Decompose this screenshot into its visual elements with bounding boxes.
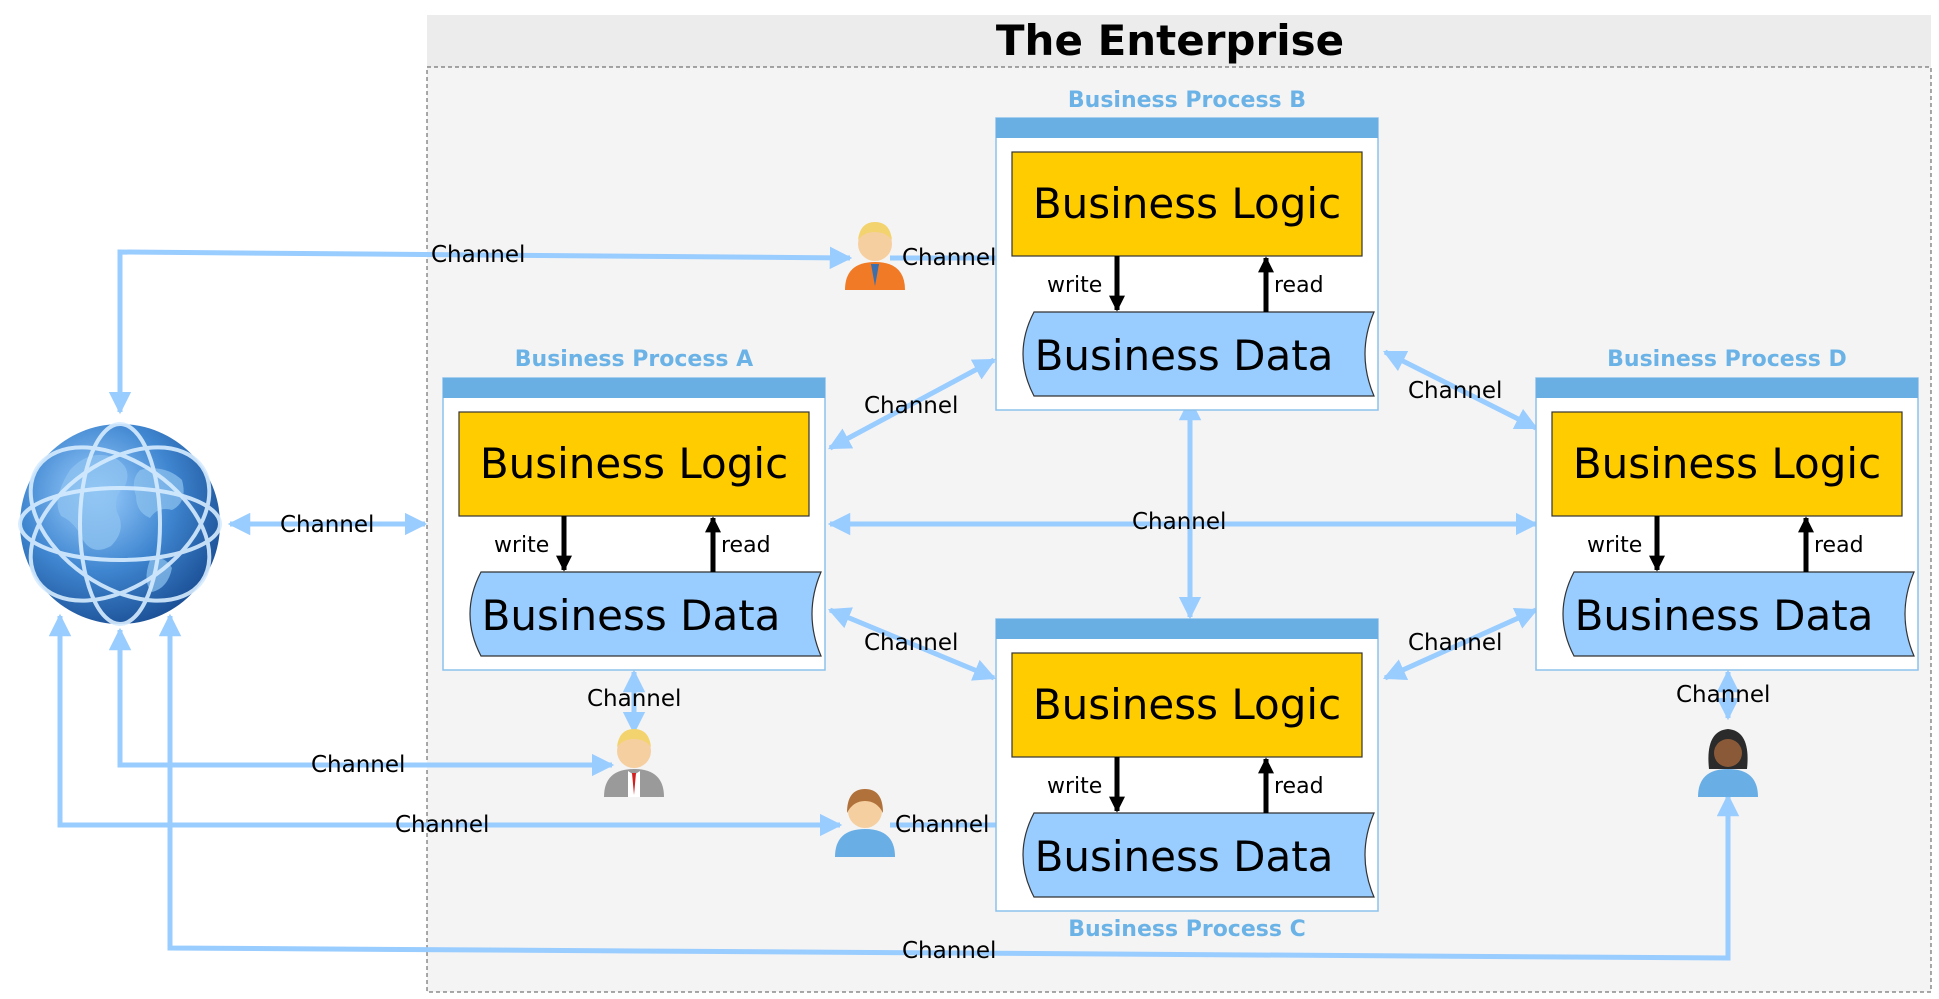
process-title: Business Process B — [1068, 88, 1306, 113]
process-c: Business Process C Business LogicBusiness… — [995, 618, 1379, 942]
read-label: read — [721, 533, 771, 558]
channel-label: Channel — [587, 686, 681, 712]
globe-icon — [18, 422, 222, 626]
channel-label: Channel — [1408, 630, 1502, 656]
channel-label: Channel — [864, 393, 958, 419]
channel-connectors — [48, 246, 1740, 961]
business-logic-label: Business Logic — [1573, 439, 1881, 488]
business-logic-box — [1011, 151, 1363, 257]
business-data-label: Business Data — [482, 591, 781, 640]
process-b: Business Process B Business LogicBusiness… — [995, 88, 1379, 411]
channel-label: Channel — [1676, 682, 1770, 708]
channel-label: Channel — [864, 630, 958, 656]
business-data-shape — [1022, 812, 1375, 898]
business-logic-box — [1551, 411, 1903, 517]
business-data-label: Business Data — [1035, 331, 1334, 380]
business-data-shape — [1022, 311, 1375, 397]
business-data-label: Business Data — [1575, 591, 1874, 640]
business-data-shape — [1562, 571, 1915, 657]
business-logic-label: Business Logic — [1033, 680, 1341, 729]
process-header-bar — [1536, 378, 1918, 398]
write-label: write — [1047, 774, 1102, 799]
process-header-bar — [996, 619, 1378, 639]
channel-c-to-d — [1382, 607, 1539, 681]
person-icon — [845, 222, 905, 290]
process-title: Business Process C — [1068, 917, 1306, 942]
business-logic-label: Business Logic — [480, 439, 788, 488]
process-title: Business Process D — [1607, 347, 1847, 372]
business-logic-box — [458, 411, 810, 517]
person-icon — [604, 729, 664, 797]
channel-globe-to-person-d — [158, 613, 1740, 961]
enterprise-title: The Enterprise — [996, 16, 1344, 65]
business-logic-label: Business Logic — [1033, 179, 1341, 228]
process-d: Business Process D Business LogicBusiness… — [1535, 347, 1919, 671]
channel-label: Channel — [902, 938, 996, 964]
channel-label: Channel — [895, 812, 989, 838]
process-title: Business Process A — [515, 347, 753, 372]
write-label: write — [1047, 273, 1102, 298]
channel-a-to-c — [827, 607, 997, 681]
process-header-bar — [996, 118, 1378, 138]
read-label: read — [1814, 533, 1864, 558]
channel-a-to-b — [828, 357, 996, 451]
process-a: Business Process A Business LogicBusiness… — [442, 347, 826, 671]
channel-labels: Channel Channel Channel Channel Channel … — [280, 242, 1770, 964]
business-data-shape — [469, 571, 822, 657]
read-label: read — [1274, 273, 1324, 298]
channel-globe-to-person-c — [48, 613, 843, 837]
channel-b-to-d — [1382, 349, 1539, 431]
business-logic-box — [1011, 652, 1363, 758]
person-icon — [835, 789, 895, 857]
channel-label: Channel — [902, 245, 996, 271]
channel-label: Channel — [311, 752, 405, 778]
business-data-label: Business Data — [1035, 832, 1334, 881]
process-header-bar — [443, 378, 825, 398]
person-icon — [1698, 729, 1758, 797]
channel-label: Channel — [1132, 509, 1226, 535]
write-label: write — [1587, 533, 1642, 558]
channel-label: Channel — [395, 812, 489, 838]
write-label: write — [494, 533, 549, 558]
read-label: read — [1274, 774, 1324, 799]
channel-label: Channel — [280, 512, 374, 538]
channel-globe-to-person-b — [108, 246, 853, 415]
channel-label: Channel — [431, 242, 525, 268]
channel-label: Channel — [1408, 378, 1502, 404]
